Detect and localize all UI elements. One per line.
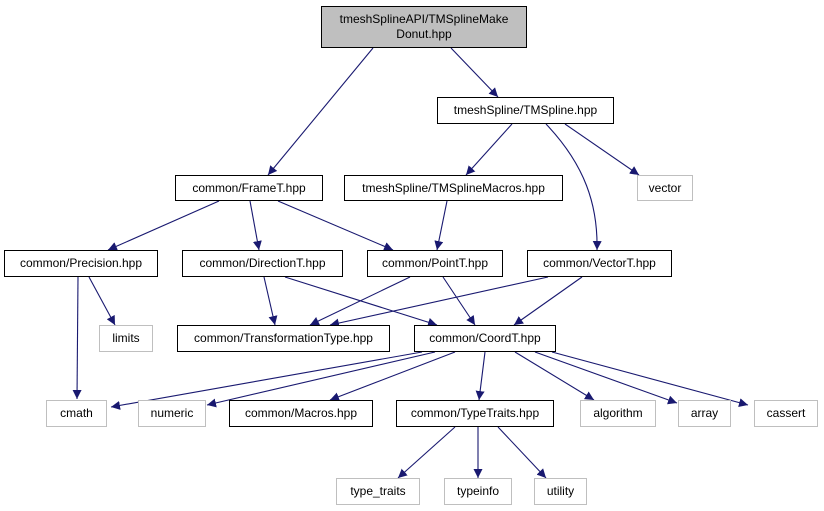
node-cassert: cassert [754, 400, 818, 427]
edge-precision-to-limits [88, 276, 116, 326]
node-vector: vector [637, 175, 693, 201]
node-transformationtype[interactable]: common/TransformationType.hpp [177, 325, 390, 352]
edge-typetraits-to-type_traits [397, 426, 456, 479]
node-root-file: tmeshSplineAPI/TMSplineMake Donut.hpp [321, 6, 527, 48]
node-pointt[interactable]: common/PointT.hpp [367, 250, 503, 277]
node-vectort[interactable]: common/VectorT.hpp [527, 250, 672, 277]
edge-precision-to-cmath [72, 276, 82, 400]
edge-framet-to-precision [107, 200, 220, 251]
node-limits: limits [99, 325, 153, 352]
edge-vectort-to-transformationtype [329, 276, 549, 328]
edge-root-to-tmspline [450, 47, 499, 98]
edge-typetraits-to-utility [497, 426, 547, 479]
node-macros[interactable]: common/Macros.hpp [229, 400, 373, 427]
edge-root-to-framet [267, 47, 374, 176]
edge-framet-to-pointt [277, 200, 394, 251]
node-tmspline[interactable]: tmeshSpline/TMSpline.hpp [437, 97, 614, 124]
node-type_traits: type_traits [336, 478, 420, 505]
node-utility: utility [534, 478, 587, 505]
edge-vectort-to-coordt [513, 276, 583, 326]
node-precision[interactable]: common/Precision.hpp [4, 250, 158, 277]
edge-coordt-to-array [534, 351, 678, 405]
edge-coordt-to-numeric [206, 351, 436, 408]
node-numeric: numeric [138, 400, 206, 427]
edge-coordt-to-cmath [110, 351, 423, 410]
edge-directiont-to-transformationtype [263, 276, 278, 326]
edge-coordt-to-typetraits [475, 351, 486, 401]
node-array: array [678, 400, 731, 427]
edge-tmspline-to-tmsplinemacros [465, 123, 513, 176]
edge-coordt-to-cassert [551, 351, 749, 407]
edge-framet-to-directiont [249, 200, 262, 251]
node-cmath: cmath [46, 400, 107, 427]
node-directiont[interactable]: common/DirectionT.hpp [182, 250, 343, 277]
edge-tmspline-to-vectort [545, 123, 602, 251]
edge-tmsplinemacros-to-pointt [434, 200, 448, 251]
node-tmsplinemacros[interactable]: tmeshSpline/TMSplineMacros.hpp [344, 175, 563, 201]
node-algorithm: algorithm [580, 400, 656, 427]
node-framet[interactable]: common/FrameT.hpp [175, 175, 323, 201]
node-typetraits[interactable]: common/TypeTraits.hpp [396, 400, 554, 427]
edge-coordt-to-algorithm [514, 351, 595, 401]
edge-pointt-to-transformationtype [309, 276, 411, 326]
edge-tmspline-to-vector [564, 123, 640, 176]
edge-pointt-to-coordt [442, 276, 476, 326]
edge-coordt-to-macros [329, 351, 456, 401]
node-coordt[interactable]: common/CoordT.hpp [414, 325, 556, 352]
node-typeinfo: typeinfo [444, 478, 512, 505]
